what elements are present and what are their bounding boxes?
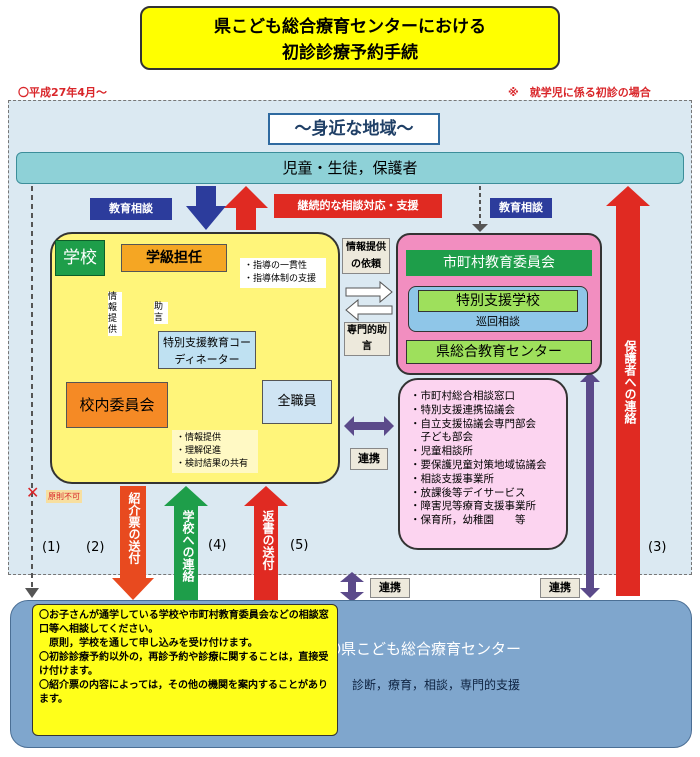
info-provision-label: 情報提供 [108, 292, 122, 336]
title-box: 県こども総合療育センターにおける 初診診療予約手続 [140, 6, 560, 70]
prefectural-edu-center: 県総合教育センター [406, 340, 592, 364]
all-staff: 全職員 [262, 380, 332, 424]
center-services: 診断，療育，相談，専門的支援 [352, 678, 521, 692]
consult-down-arrow [186, 186, 226, 230]
reply-send-label: 返書の送付 [261, 510, 275, 570]
link-label-bottom-2: 連携 [540, 578, 580, 598]
network-item: ・要保護児童対策地域協議会 [410, 458, 547, 471]
special-support-coordinator: 特別支援教育コーディネーター [158, 331, 256, 369]
municipal-board-title: 市町村教育委員会 [406, 250, 592, 276]
title-line1: 県こども総合療育センターにおける [214, 17, 486, 37]
itinerant-consult: 巡回相談 [476, 315, 520, 328]
network-list: ・市町村総合相談窓口 ・特別支援連携協議会 ・自立支援協議会専門部会 子ども部会… [398, 378, 568, 550]
special-school: 特別支援学校 [418, 290, 578, 312]
route-1: (1) [42, 540, 61, 555]
route-5: (5) [290, 538, 309, 553]
school-contact-label: 学校への連絡 [181, 510, 195, 582]
continuing-support-label: 継続的な相談対応・支援 [274, 194, 442, 218]
not-allowed-label: 原則不可 [46, 490, 82, 503]
network-item: ・放課後等デイサービス [410, 486, 526, 499]
svg-text:✕: ✕ [26, 483, 39, 502]
children-parents-band: 児童・生徒，保護者 [16, 152, 684, 184]
network-item: ・相談支援事業所 [410, 472, 494, 485]
network-item: ・市町村総合相談窓口 [410, 390, 515, 402]
region-title: ～身近な地域～ [268, 113, 440, 145]
committee-note: ・情報提供 [176, 433, 222, 443]
route-2: (2) [86, 540, 105, 555]
teacher-notes: ・指導の一貫性 ・指導体制の支援 [240, 258, 326, 288]
route-3: (3) [648, 540, 667, 555]
parent-contact-label: 保護者への連絡 [623, 340, 637, 424]
center-title: 〇県こども総合療育センター [326, 640, 522, 658]
network-item: ・障害児等療育支援事業所 [410, 500, 536, 513]
notes-box: 〇お子さんが通学している学校や市町村教育委員会などの相談窓口等へ相談してください… [32, 604, 338, 736]
expert-advice-label: 専門的助言 [344, 322, 390, 356]
homeroom-teacher: 学級担任 [121, 244, 227, 272]
date-note: 〇平成27年4月～ [18, 86, 107, 99]
title-line2: 初診診療予約手続 [282, 43, 418, 63]
network-item: ・児童相談所 [410, 445, 473, 458]
continuing-support-arrow [224, 186, 268, 230]
link-label-bottom-1: 連携 [370, 578, 410, 598]
info-request-label: 情報提供の依頼 [342, 238, 390, 274]
committee-notes: ・情報提供 ・理解促進 ・検討結果の共有 [172, 430, 258, 473]
note-item: 〇紹介票の内容によっては，その他の機関を案内することがあります。 [39, 680, 328, 705]
network-item: 子ども部会 [410, 431, 473, 444]
school-tag: 学校 [55, 240, 105, 276]
link-label-mid: 連携 [350, 448, 388, 470]
note-item: 〇お子さんが通学している学校や市町村教育委員会などの相談窓口等へ相談してください… [39, 610, 329, 635]
teacher-note: ・指導体制の支援 [244, 274, 317, 284]
scope-note: ※ 就学児に係る初診の場合 [508, 86, 651, 99]
education-consult-label-left: 教育相談 [90, 198, 172, 220]
referral-send-label: 紹介票の送付 [127, 492, 141, 564]
committee-note: ・検討結果の共有 [176, 459, 249, 469]
network-item: ・自立支援協議会専門部会 [410, 417, 536, 430]
committee-note: ・理解促進 [176, 446, 222, 456]
route-4: (4) [208, 538, 227, 553]
network-item: ・特別支援連携協議会 [410, 403, 515, 416]
teacher-note: ・指導の一貫性 [244, 261, 308, 271]
note-item: 〇初診診療予約以外の，再診予約や診療に関することは，直接受け付けます。 [39, 652, 329, 677]
school-committee: 校内委員会 [66, 382, 168, 428]
network-item: ・保育所，幼稚園 等 [410, 514, 526, 527]
advice-label: 助言 [154, 302, 168, 324]
education-consult-label-right: 教育相談 [490, 198, 552, 218]
note-item: 原則，学校を通して申し込みを受け付けます。 [39, 638, 258, 649]
